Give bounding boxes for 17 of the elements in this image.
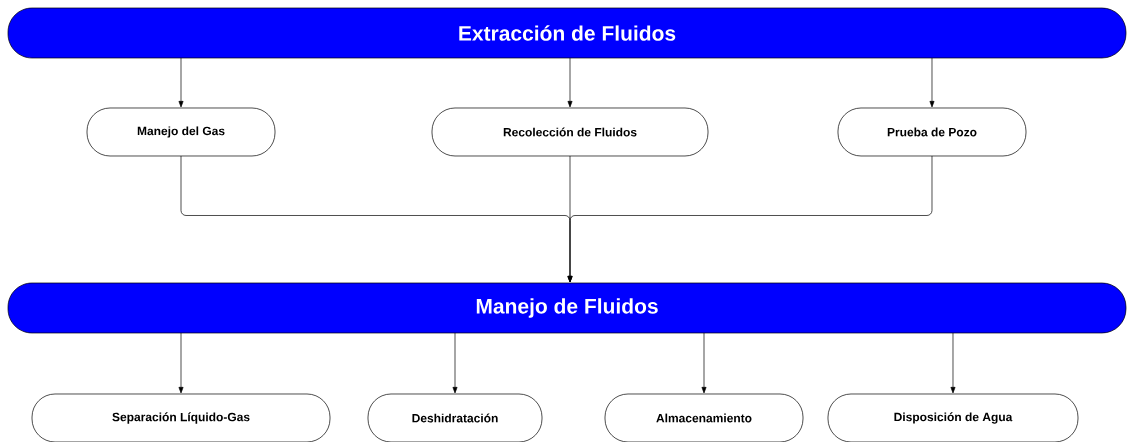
arrow: [929, 57, 935, 108]
process-box: Separación Líquido-Gas: [31, 393, 331, 442]
title-band: Extracción de Fluidos: [7, 7, 1127, 59]
process-box: Deshidratación: [367, 393, 543, 442]
arrow: [178, 57, 184, 108]
arrow: [950, 332, 956, 394]
process-box: Prueba de Pozo: [837, 107, 1027, 157]
title-band: Manejo de Fluidos: [7, 282, 1127, 334]
arrow: [452, 332, 458, 394]
process-box: Manejo del Gas: [86, 107, 276, 157]
process-box: Almacenamiento: [604, 393, 804, 442]
process-box: Disposición de Agua: [827, 393, 1079, 442]
arrow: [567, 57, 573, 108]
arrow: [178, 332, 184, 394]
arrow: [567, 155, 933, 283]
arrow: [701, 332, 707, 394]
process-box: Recolección de Fluidos: [431, 107, 709, 157]
